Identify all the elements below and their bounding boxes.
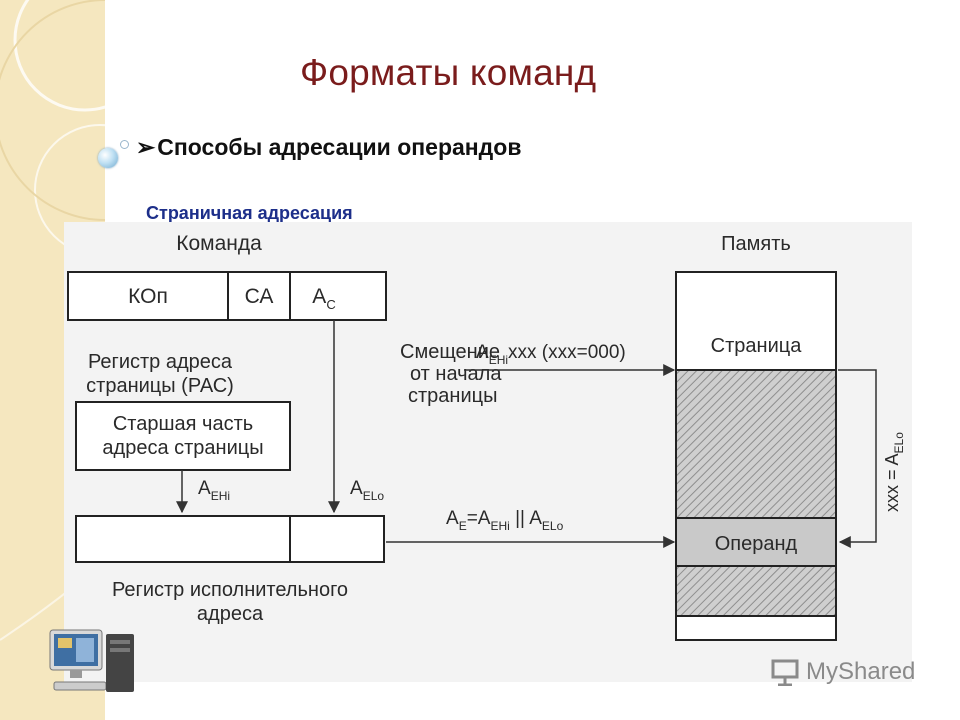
page-arrow-label: AEHixxx (xxx=000) xyxy=(476,342,626,367)
page-addressing-diagram: Команда КОп СА AC Регистр адреса страниц… xyxy=(64,222,912,682)
side-formula: xxx = AELo xyxy=(882,432,906,512)
page-cell-label: Страница xyxy=(711,335,803,357)
operand-cell-label: Операнд xyxy=(715,533,798,555)
watermark-text: MyShared xyxy=(806,658,916,685)
bullet-ring-icon xyxy=(120,140,129,149)
diagram-svg: Команда КОп СА AC Регистр адреса страниц… xyxy=(67,232,906,641)
slide-title: Форматы команд xyxy=(300,52,597,93)
rar-box-line2: адреса страницы xyxy=(102,437,263,459)
diagram-subtitle: Страничная адресация xyxy=(146,203,353,223)
formula-label: AE=AEHi || AELo xyxy=(446,508,564,533)
page-hatch-upper xyxy=(677,370,835,518)
operand-cell xyxy=(677,518,835,566)
rar-box-line1: Старшая часть xyxy=(113,413,253,435)
bullet-text: Способы адресации операндов xyxy=(157,134,522,160)
watermark: MyShared xyxy=(770,658,915,686)
page-hatch-lower xyxy=(677,566,835,616)
exec-reg-line1: Регистр исполнительного xyxy=(112,579,348,601)
offset-line1: Смещение xyxy=(400,341,500,363)
field-kop: КОп xyxy=(128,285,168,308)
exec-address-register xyxy=(75,515,385,563)
bullet-sphere-icon xyxy=(98,148,118,168)
desktop-computer-icon xyxy=(49,629,134,692)
bullet-line: ➢Способы адресации операндов xyxy=(136,134,521,161)
field-sa: СА xyxy=(245,285,274,308)
command-label: Команда xyxy=(176,232,262,255)
rar-label-line1: Регистр адреса xyxy=(88,351,233,373)
memory-label: Память xyxy=(721,233,791,255)
field-ac: AC xyxy=(312,285,335,312)
offset-line2: от начала xyxy=(410,363,502,385)
rar-label-line2: страницы (РАС) xyxy=(86,375,234,397)
exec-reg-line2: адреса xyxy=(197,603,264,625)
aehi-label: AEHi xyxy=(198,478,230,503)
offset-line3: страницы xyxy=(408,385,497,407)
offset-bracket xyxy=(838,369,877,548)
aelo-label: AELo xyxy=(350,478,384,503)
rar-box xyxy=(75,401,291,471)
arrow-bullet-icon: ➢ xyxy=(136,134,156,160)
presentation-board-icon xyxy=(771,659,799,686)
